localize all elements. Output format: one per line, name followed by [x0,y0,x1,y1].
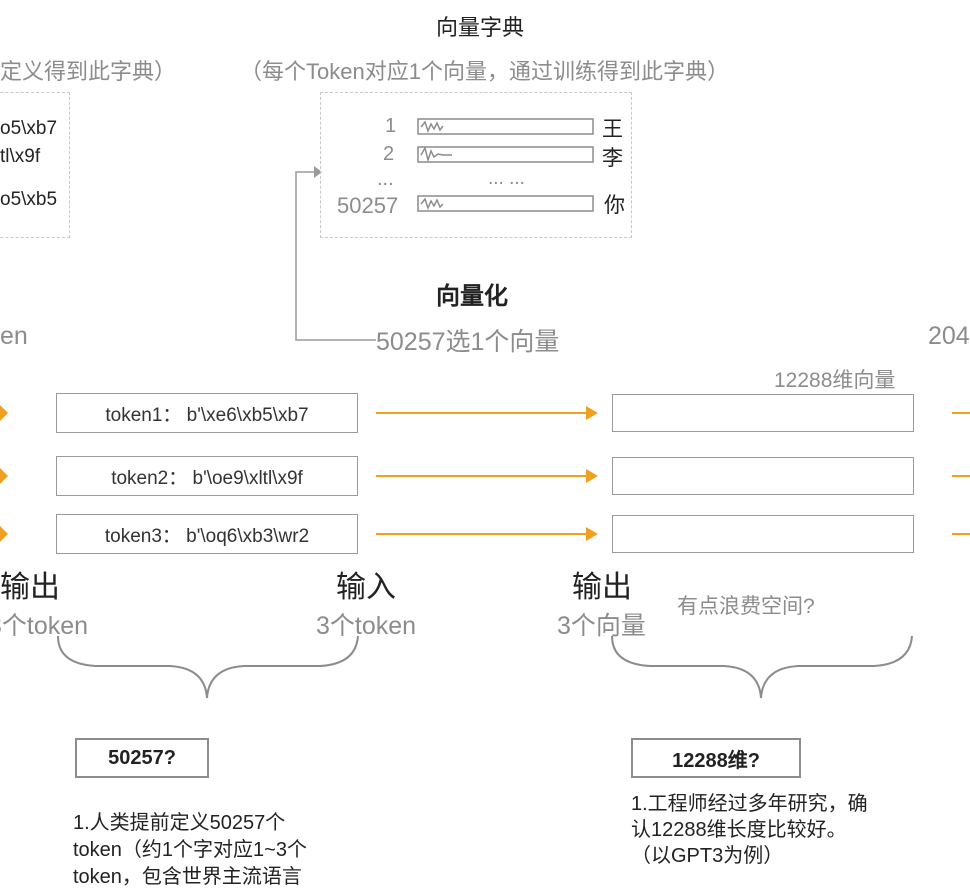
dict-row-char: 王 [602,118,623,141]
note-right-line: 认12288维长度比较好。 [631,819,847,841]
input-mid-label: 输入 [336,571,396,604]
select-label: 50257选1个向量 [376,328,560,356]
token-box-1: token1： b'\xe6\xb5\xb7 [56,393,358,433]
left-partial-label: en [0,322,28,350]
output-left-count: 3个token [0,612,89,640]
dict-row-num: ... [377,168,394,190]
token-box-2: token2： b'\oe9\xltl\x9f [56,456,358,496]
left-dict-subtitle: 定义得到此字典） [0,59,177,84]
left-dict-entry-3: o5\xb5 [0,189,58,210]
note-right: 1.工程师经过多年研究，确 认12288维长度比较好。 （以GPT3为例） [631,791,868,869]
right-brace [611,635,913,699]
note-left-line: token（约1个字对应1~3个 [73,839,307,861]
question-box-12288: 12288维? [631,738,801,778]
left-dict-box [0,92,70,238]
left-brace [57,635,359,699]
note-left-line: token，包含世界主流语言 [73,866,302,888]
left-dict-entry-2: tl\x9f [0,146,41,167]
vector-box-2 [612,457,914,495]
dim-label: 12288维向量 [774,369,896,392]
left-dict-entry-1: o5\xb7 [0,118,58,139]
token-box-3: token3： b'\oq6\xb3\wr2 [56,514,358,554]
flow-arrows [0,405,970,542]
dict-row-num: 50257 [337,193,399,218]
waste-question: 有点浪费空间? [677,595,815,618]
vectorize-arrowhead [314,166,322,178]
vector-box-3 [612,515,914,553]
vectorize-label: 向量化 [436,283,508,310]
dict-row-char: 李 [602,147,623,170]
vectorize-connector [295,171,376,341]
right-partial-label: 204 [928,322,970,350]
dict-title: 向量字典 [436,15,525,40]
output-left-label: 输出 [0,571,60,604]
input-mid-count: 3个token [316,612,417,640]
note-left: 1.人类提前定义50257个 token（约1个字对应1~3个 token，包含… [73,810,307,891]
dict-subtitle: （每个Token对应1个向量，通过训练得到此字典） [240,59,729,84]
dict-row-num: 2 [383,143,395,165]
dict-box [320,92,632,238]
note-left-line: 1.人类提前定义50257个 [73,812,286,834]
note-right-line: （以GPT3为例） [631,845,784,867]
vector-box-1 [612,394,914,432]
dict-row-char: 你 [604,194,625,217]
dict-bars [417,118,594,212]
output-right-label: 输出 [572,571,632,604]
output-right-count: 3个向量 [557,612,646,640]
question-box-50257: 50257? [75,738,209,778]
dict-row-ellipsis: ... ... [488,168,525,189]
note-right-line: 1.工程师经过多年研究，确 [631,793,868,815]
dict-row-num: 1 [385,115,397,137]
